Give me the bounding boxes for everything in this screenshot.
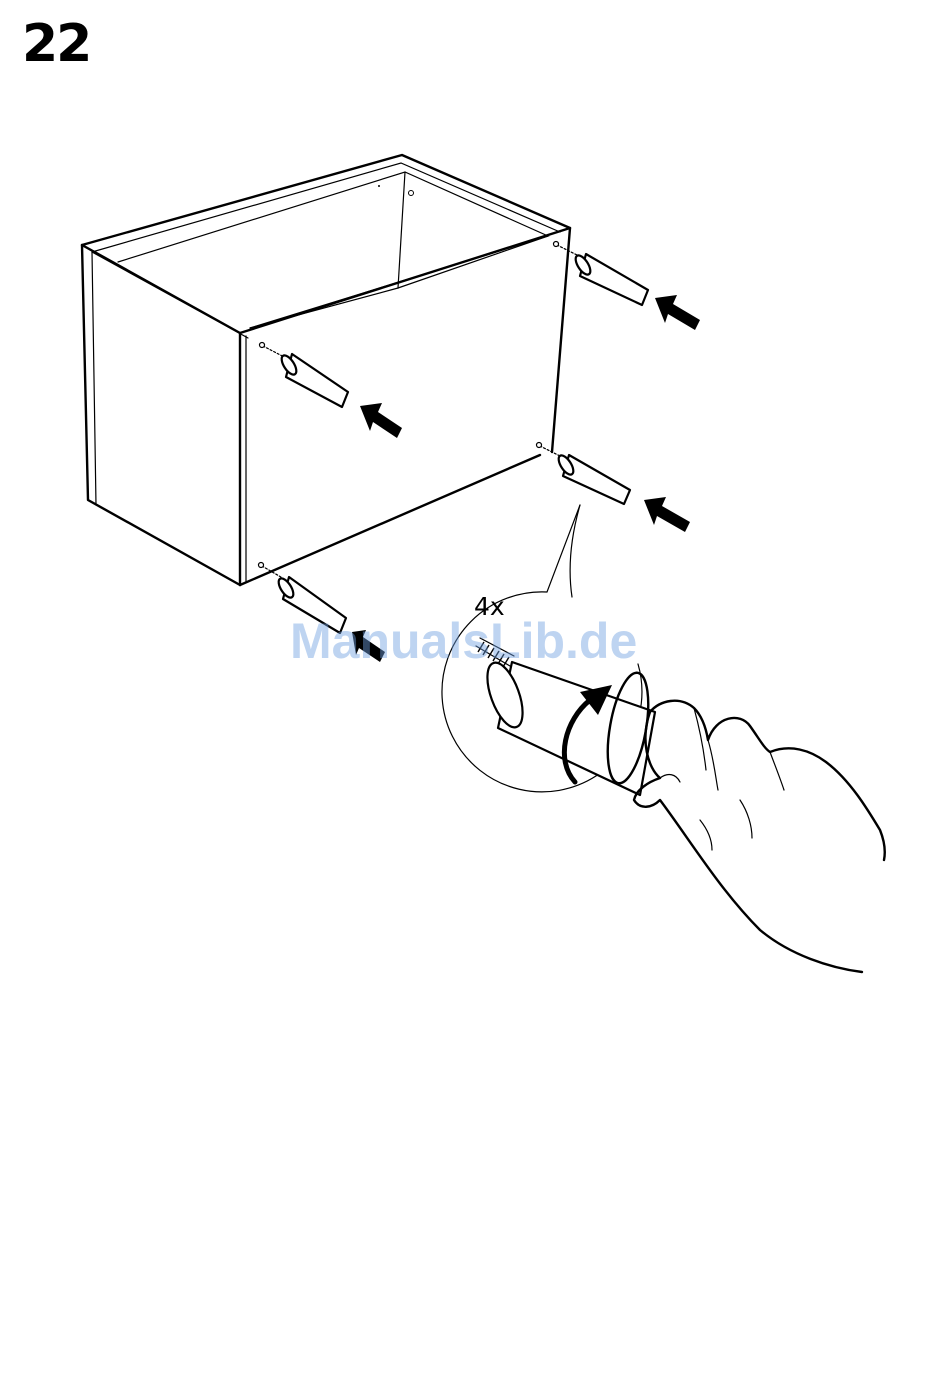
- push-arrow-icon: [644, 497, 690, 532]
- hand-illustration: [634, 701, 885, 972]
- cabinet-illustration: [82, 155, 570, 585]
- watermark: ManualsLib.de: [290, 613, 637, 669]
- leg-illustration: [260, 343, 349, 408]
- push-arrow-icon: [360, 403, 402, 438]
- push-arrow-icon: [655, 295, 700, 330]
- leg-illustration: [537, 443, 631, 505]
